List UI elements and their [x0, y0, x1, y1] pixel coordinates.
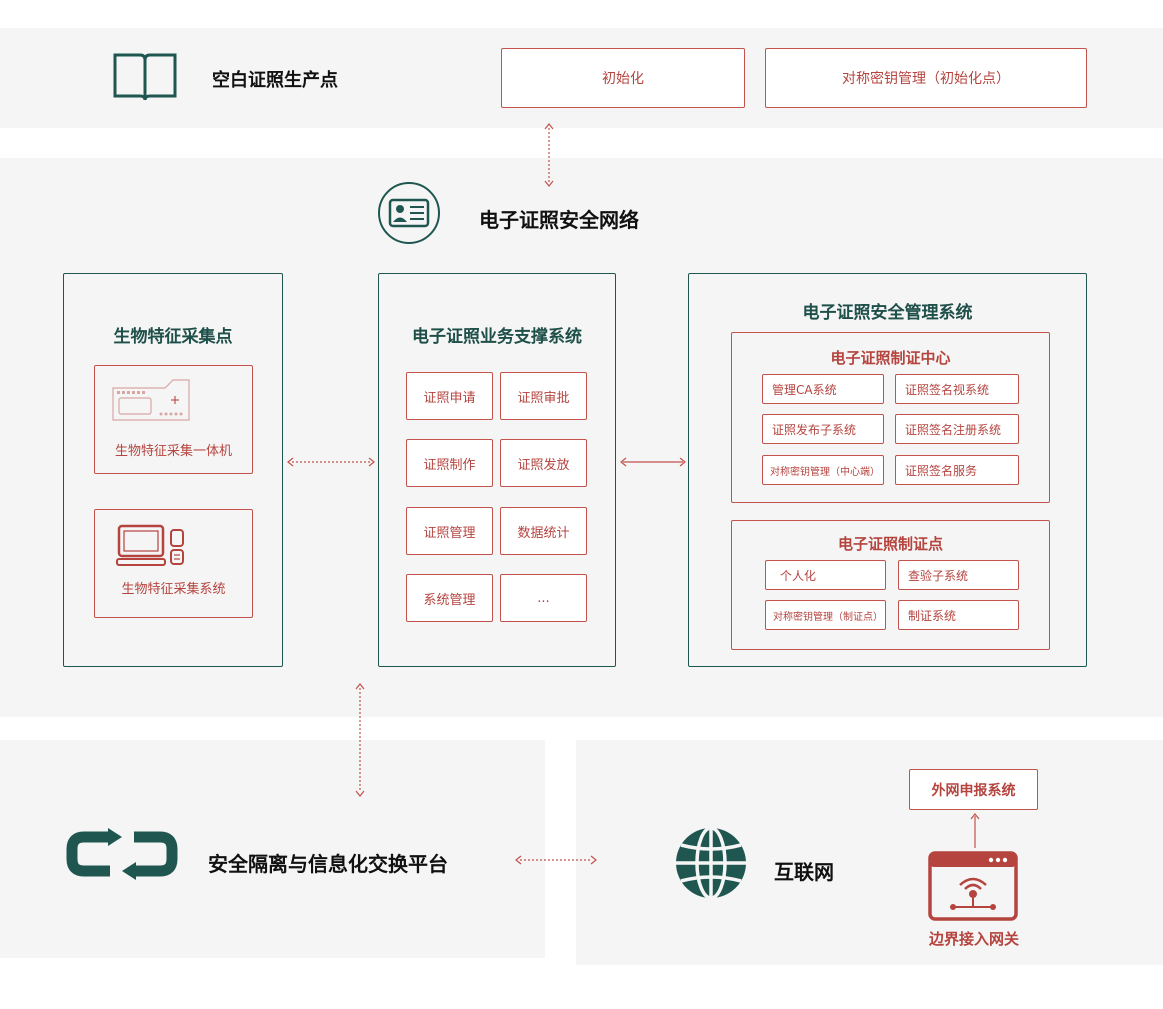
network-title: 电子证照安全网络 [479, 208, 639, 232]
center-item-ca[interactable]: 管理CA系统 [762, 374, 884, 404]
center-item-sign-service[interactable]: 证照签名服务 [895, 455, 1019, 485]
internet-band [576, 740, 1163, 965]
biz-item-apply[interactable]: 证照申请 [406, 372, 493, 420]
biz-item-produce[interactable]: 证照制作 [406, 439, 493, 487]
cert-center-title: 电子证照制证中心 [830, 349, 951, 367]
center-item-sign-register[interactable]: 证照签名注册系统 [895, 414, 1019, 444]
point-item-verify[interactable]: 查验子系统 [898, 560, 1019, 590]
connector-business-security [620, 457, 686, 467]
symmetric-key-init-box[interactable]: 对称密钥管理（初始化点） [765, 48, 1087, 108]
isolation-band [0, 740, 545, 958]
point-item-personalize[interactable]: 个人化 [765, 560, 886, 590]
globe-icon [676, 826, 746, 900]
exchange-arrows-icon [66, 828, 178, 880]
border-gateway-label: 边界接入网关 [929, 930, 1020, 948]
connector-bio-business [287, 457, 375, 467]
computer-icon [116, 524, 184, 566]
connector-network-isolation [355, 683, 365, 797]
biz-item-issue[interactable]: 证照发放 [500, 439, 587, 487]
id-card-icon [378, 182, 440, 244]
bio-panel-title: 生物特征采集点 [113, 327, 233, 347]
center-item-sign-view[interactable]: 证照签名视系统 [895, 374, 1019, 404]
biz-item-system[interactable]: 系统管理 [406, 574, 493, 622]
gateway-icon [928, 851, 1018, 921]
center-item-symmetric-key[interactable]: 对称密钥管理（中心端） [762, 455, 884, 485]
biz-item-stats[interactable]: 数据统计 [500, 507, 587, 555]
connector-top-vertical [544, 123, 554, 187]
security-panel-title: 电子证照安全管理系统 [802, 303, 973, 323]
biz-item-more[interactable]: ... [500, 574, 587, 622]
isolation-platform-title: 安全隔离与信息化交换平台 [208, 852, 448, 876]
biz-item-manage[interactable]: 证照管理 [406, 507, 493, 555]
point-item-cert-system[interactable]: 制证系统 [898, 600, 1019, 630]
cert-point-title: 电子证照制证点 [837, 535, 943, 553]
collector-device-icon [112, 379, 190, 421]
blank-license-production-title: 空白证照生产点 [212, 70, 338, 91]
bio-device-label: 生物特征采集一体机 [114, 444, 232, 459]
internet-title: 互联网 [774, 860, 834, 884]
connector-isolation-internet [515, 855, 597, 865]
bio-system-label: 生物特征采集系统 [121, 582, 226, 597]
external-declare-system-box[interactable]: 外网申报系统 [909, 769, 1038, 810]
center-item-publish[interactable]: 证照发布子系统 [762, 414, 884, 444]
business-panel-title: 电子证照业务支撑系统 [412, 327, 582, 347]
arrow-gateway-to-extnet [970, 813, 980, 848]
init-box[interactable]: 初始化 [501, 48, 745, 108]
biz-item-approve[interactable]: 证照审批 [500, 372, 587, 420]
book-icon [113, 53, 177, 101]
bio-device-box[interactable]: 生物特征采集一体机 [94, 365, 253, 474]
bio-panel: 生物特征采集点 生物特征采集一体机 生物特征采集系统 [63, 273, 283, 667]
point-item-symmetric-key[interactable]: 对称密钥管理（制证点） [765, 600, 886, 630]
bio-system-box[interactable]: 生物特征采集系统 [94, 509, 253, 618]
